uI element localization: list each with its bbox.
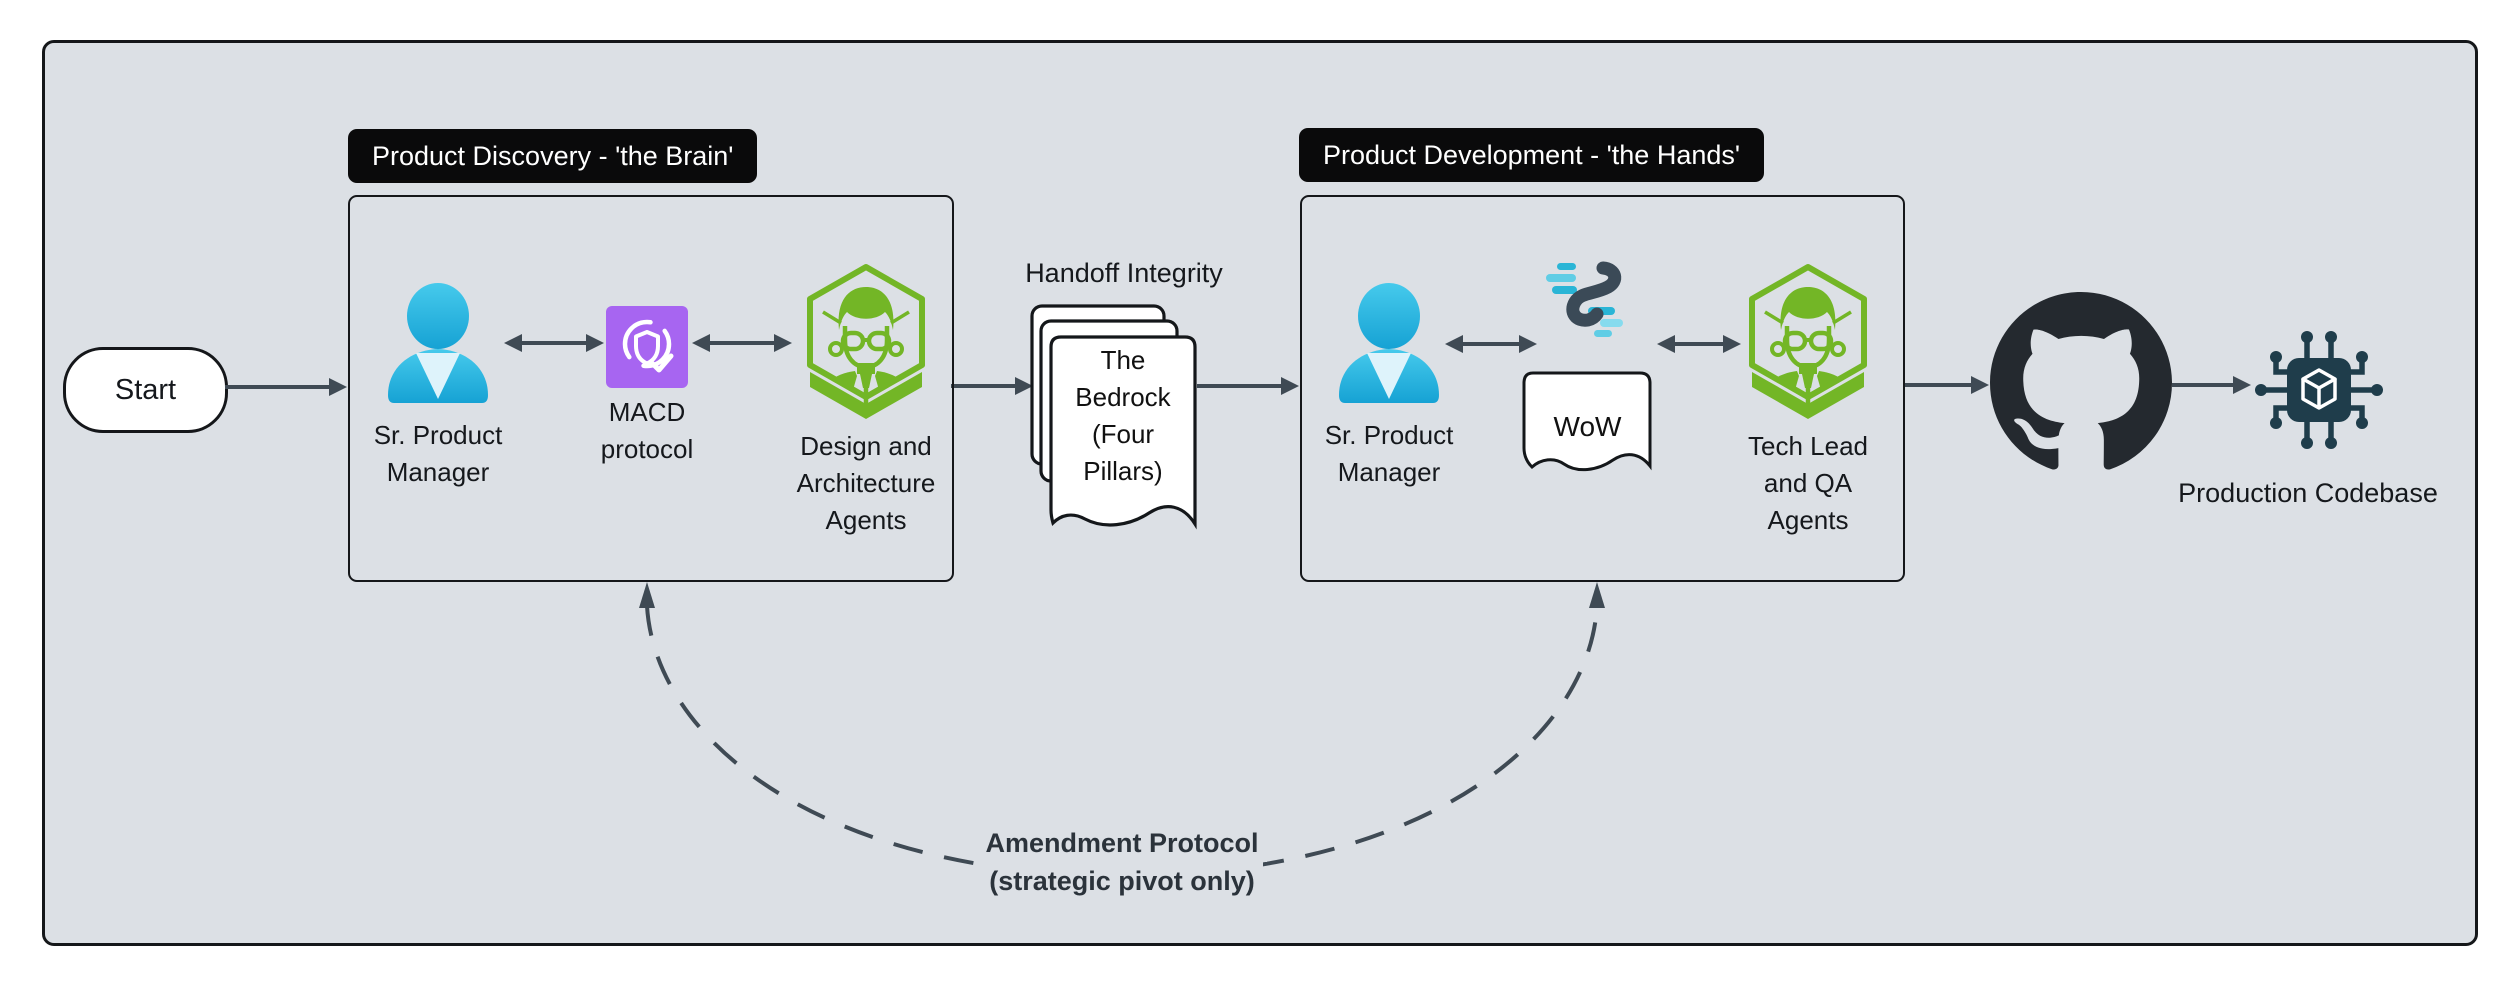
macd-protocol-label: MACD protocol xyxy=(600,397,694,464)
design-agents-hexagon-icon xyxy=(801,262,931,424)
arrow-discovery-to-bedrock xyxy=(951,377,1033,395)
github-icon xyxy=(1990,292,2172,470)
handoff-title: Handoff Integrity xyxy=(1025,258,1223,288)
double-arrow-pm-wow xyxy=(1445,335,1537,353)
start-node: Start xyxy=(63,347,228,433)
start-label: Start xyxy=(114,373,177,406)
development-box xyxy=(1300,195,1905,582)
product-manager-icon xyxy=(1333,282,1445,403)
production-codebase-label: Production Codebase xyxy=(2178,478,2438,508)
arrow-github-to-codebase xyxy=(2172,376,2251,394)
tech-lead-hexagon-icon xyxy=(1743,262,1873,424)
arrow-bedrock-to-development xyxy=(1197,377,1299,395)
tech-lead-agents-label: Tech Lead and QA Agents xyxy=(1748,431,1868,535)
development-pm-label: Sr. Product Manager xyxy=(1324,420,1454,487)
workflow-squiggle-icon xyxy=(1546,261,1623,337)
amendment-protocol-label: Amendment Protocol (strategic pivot only… xyxy=(922,824,1322,900)
double-arrow-macd-agents xyxy=(692,334,792,352)
development-title: Product Development - 'the Hands' xyxy=(1323,139,1741,170)
macd-protocol-icon xyxy=(606,306,688,388)
double-arrow-wow-techlead xyxy=(1657,335,1741,353)
discovery-pm-label: Sr. Product Manager xyxy=(373,420,503,487)
diagram-frame xyxy=(42,40,2478,946)
wow-document-label: WoW xyxy=(1553,411,1622,442)
discovery-title: Product Discovery - 'the Brain' xyxy=(372,140,734,171)
product-manager-icon xyxy=(382,282,494,403)
arrow-start-to-discovery xyxy=(225,378,347,396)
discovery-box xyxy=(348,195,954,582)
development-title-badge: Product Development - 'the Hands' xyxy=(1299,128,1765,182)
wow-document-icon xyxy=(1522,371,1652,472)
design-agents-label: Design and Architecture Agents xyxy=(796,431,936,535)
arrow-development-to-github xyxy=(1904,376,1989,394)
discovery-title-badge: Product Discovery - 'the Brain' xyxy=(348,129,758,183)
amendment-line-2: (strategic pivot only) xyxy=(981,862,1263,900)
bedrock-document-stack-icon xyxy=(1030,304,1197,530)
bedrock-document-label: The Bedrock (Four Pillars) xyxy=(1075,345,1171,486)
production-chip-icon xyxy=(2255,331,2383,449)
double-arrow-pm-macd xyxy=(504,334,604,352)
amendment-line-1: Amendment Protocol xyxy=(977,824,1267,862)
